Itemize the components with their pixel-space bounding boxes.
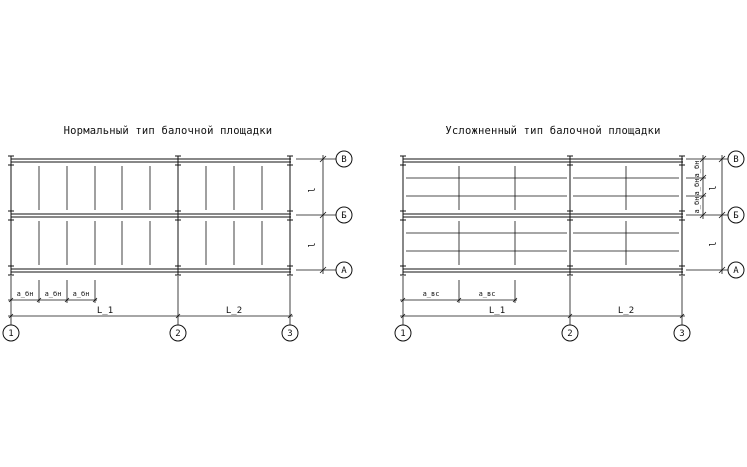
axis-bubble-a-left: А <box>335 261 353 279</box>
main-beams-complex <box>403 158 683 273</box>
bottom-dimensions-complex: a_вс a_вс L_1 L_2 <box>400 276 685 326</box>
dim-a-vs-1: a_вс <box>423 290 440 298</box>
svg-text:А: А <box>341 266 347 276</box>
right-dimensions-complex: a_бн a_бн a_бн l l <box>686 155 728 274</box>
deck-beams <box>38 166 263 265</box>
span-l1-complex: L_1 <box>489 306 505 316</box>
axis-bubble-3-left: 3 <box>281 324 299 342</box>
svg-text:2: 2 <box>567 329 572 339</box>
dim-a-vs-2: a_вс <box>479 290 496 298</box>
svg-text:3: 3 <box>679 329 684 339</box>
bottom-dimensions: a_бн a_бн a_бн L_1 L_2 <box>8 276 293 326</box>
normal-platform-diagram: Нормальный тип балочной площадки <box>2 125 353 342</box>
span-l1: L_1 <box>97 306 113 316</box>
svg-text:1: 1 <box>400 329 405 339</box>
svg-text:В: В <box>733 155 738 165</box>
axis-bubble-b-left: Б <box>335 206 353 224</box>
axis-bubble-b-right: Б <box>727 206 745 224</box>
axis-bubble-3-right: 3 <box>673 324 691 342</box>
dim-a-bn-3: a_бн <box>73 290 90 298</box>
span-label-l-lower: l <box>308 242 318 247</box>
dim-a-bn-right-1: a_бн <box>693 161 701 178</box>
svg-text:Б: Б <box>733 211 738 221</box>
svg-text:В: В <box>341 155 346 165</box>
svg-text:А: А <box>733 266 739 276</box>
columns-complex <box>400 155 685 276</box>
span-label-l-upper-complex: l <box>709 185 719 190</box>
axis-bubble-2-right: 2 <box>561 324 579 342</box>
columns <box>8 155 293 276</box>
right-dimensions: l l <box>296 155 336 274</box>
axis-bubble-1-left: 1 <box>2 324 20 342</box>
span-label-l-upper: l <box>308 187 318 192</box>
complex-platform-title: Усложненный тип балочной площадки <box>445 125 660 137</box>
axis-bubble-v-left: В <box>335 150 353 168</box>
dim-a-bn-right-2: a_бн <box>693 179 701 196</box>
svg-text:2: 2 <box>175 329 180 339</box>
svg-text:3: 3 <box>287 329 292 339</box>
span-label-l-lower-complex: l <box>709 241 719 246</box>
span-l2-complex: L_2 <box>618 306 634 316</box>
axis-bubble-v-right: В <box>727 150 745 168</box>
axis-bubble-2-left: 2 <box>169 324 187 342</box>
auxiliary-beams <box>458 166 627 265</box>
svg-text:1: 1 <box>8 329 13 339</box>
complex-platform-diagram: Усложненный тип балочной площадки <box>394 125 745 342</box>
dim-a-bn-2: a_бн <box>45 290 62 298</box>
axis-bubble-a-right: А <box>727 261 745 279</box>
normal-platform-title: Нормальный тип балочной площадки <box>64 125 273 137</box>
dim-a-bn-1: a_бн <box>17 290 34 298</box>
dim-a-bn-right-3: a_бн <box>693 197 701 214</box>
svg-text:Б: Б <box>341 211 346 221</box>
deck-beams-complex <box>406 177 679 252</box>
axis-bubble-1-right: 1 <box>394 324 412 342</box>
span-l2: L_2 <box>226 306 242 316</box>
main-beams <box>11 158 291 273</box>
